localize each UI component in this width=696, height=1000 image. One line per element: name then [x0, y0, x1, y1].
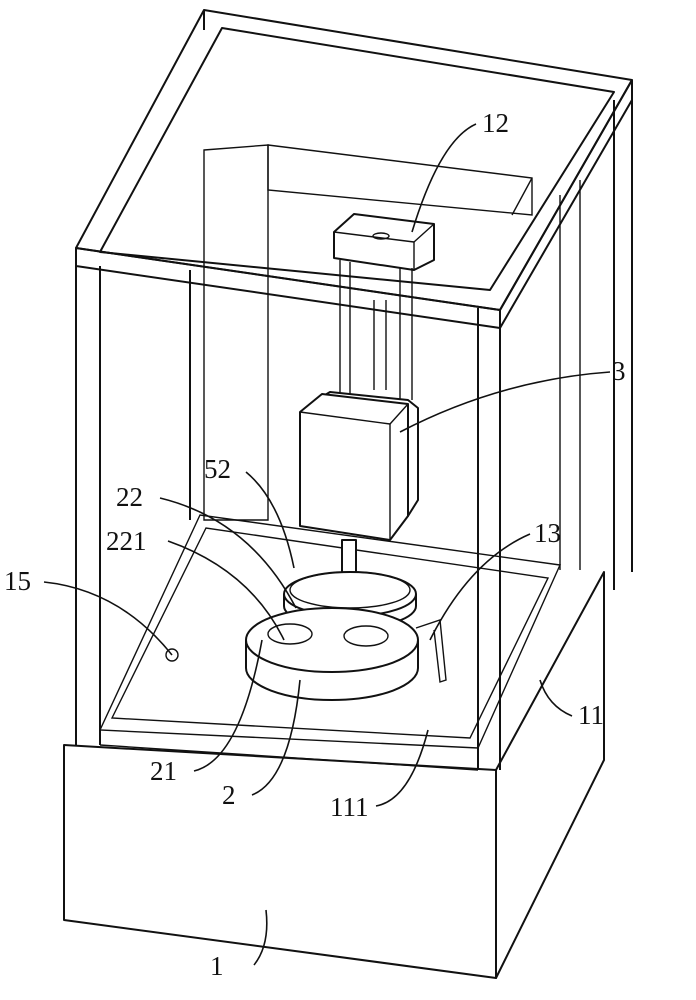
- leader-lines: [43, 123, 611, 966]
- lift-rails: [339, 260, 413, 400]
- label-22: 22: [116, 482, 143, 512]
- frame: [75, 9, 633, 770]
- label-3: 3: [612, 356, 626, 386]
- label-21: 21: [150, 756, 177, 786]
- spindle-head: [299, 391, 419, 577]
- floor-tray: [98, 514, 562, 771]
- label-52: 52: [204, 454, 231, 484]
- label-221: 221: [106, 526, 147, 556]
- label-1: 1: [210, 951, 224, 981]
- top-motor: [333, 213, 435, 271]
- label-2: 2: [222, 780, 236, 810]
- label-13: 13: [534, 518, 561, 548]
- label-111: 111: [330, 792, 369, 822]
- label-12: 12: [482, 108, 509, 138]
- label-15: 15: [4, 566, 31, 596]
- reference-labels: 12 3 52 22 221 15 13 21 2 111 11 1: [4, 108, 626, 981]
- rotary-base: [165, 607, 447, 701]
- label-11: 11: [578, 700, 604, 730]
- base-cabinet: [63, 571, 605, 979]
